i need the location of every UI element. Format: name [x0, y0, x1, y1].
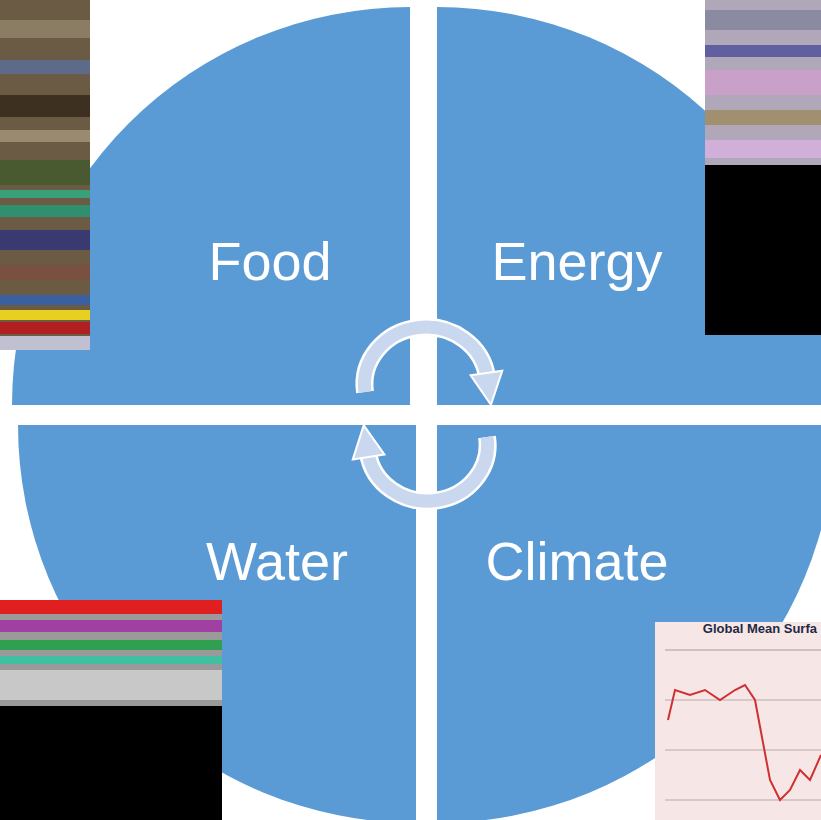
water-picture — [0, 600, 222, 820]
quadrant-label: Water — [206, 532, 348, 591]
food-photo — [0, 0, 90, 350]
quadrant-label: Energy — [491, 232, 662, 291]
cycle-arrow — [368, 437, 488, 501]
cycle-arrow — [364, 327, 487, 392]
quadrant-label: Food — [208, 232, 331, 291]
quadrant-label: Climate — [485, 532, 668, 591]
chart-title: Global Mean Surfa — [703, 621, 817, 636]
energy-picture — [705, 0, 821, 335]
temperature-chart — [655, 622, 821, 820]
